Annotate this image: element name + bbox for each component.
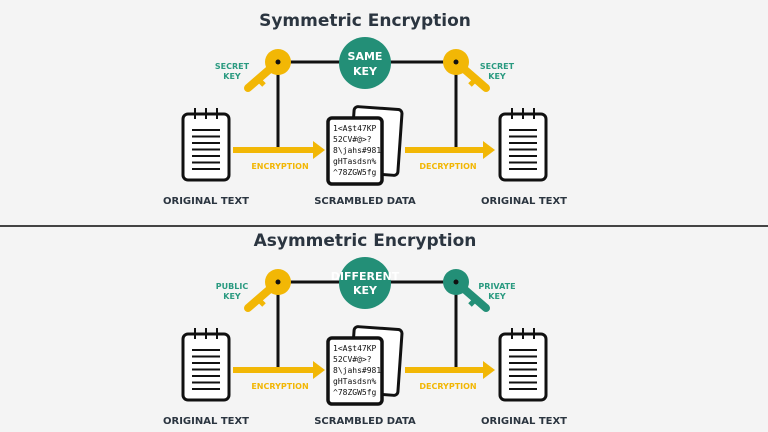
panel-title: Asymmetric Encryption [254,231,477,251]
scrambled-data-icon [326,105,404,186]
original-text-label: ORIGINAL TEXT [481,196,567,207]
original-document-icon [181,328,231,402]
panel-title: Symmetric Encryption [259,11,471,31]
right-key-label-line2: KEY [488,292,506,301]
left-key-label-line2: KEY [223,292,241,301]
right-key-icon [443,49,490,92]
encryption-label: ENCRYPTION [251,162,308,171]
original-text-label: ORIGINAL TEXT [481,416,567,427]
decryption-arrow [405,361,495,379]
symmetric-panel: Symmetric EncryptionSAMEKEYSECRETKEYSECR… [163,11,567,207]
left-key-icon [244,269,291,312]
circle-label-line1: SAME [348,50,383,63]
key-circle [339,37,391,89]
encryption-label: ENCRYPTION [251,382,308,391]
scrambled-data-label: SCRAMBLED DATA [314,416,416,427]
left-key-icon [244,49,291,92]
circle-label-line2: KEY [353,284,378,297]
original-text-label: ORIGINAL TEXT [163,196,249,207]
asymmetric-panel: Asymmetric EncryptionDIFFERENTKEYPUBLICK… [163,231,567,427]
left-key-label-line2: KEY [223,72,241,81]
cipher-text-line: 1<A$t47KP [333,124,377,133]
original-document-icon [181,108,231,182]
decrypted-document-icon [498,328,548,402]
right-key-label-line1: SECRET [480,62,515,71]
right-key-icon [443,269,490,312]
right-key-label-line2: KEY [488,72,506,81]
circle-label-line1: DIFFERENT [331,270,400,283]
encryption-arrow [233,361,325,379]
decryption-label: DECRYPTION [419,162,476,171]
cipher-text-line: ^78ZGW5fg [333,388,377,397]
decryption-arrow [405,141,495,159]
cipher-text-line: 8\jahs#981 [333,366,381,375]
left-key-label-line1: SECRET [215,62,250,71]
cipher-text-line: gHTasdsn% [333,377,377,386]
cipher-text-line: 1<A$t47KP [333,344,377,353]
cipher-text-line: ^78ZGW5fg [333,168,377,177]
scrambled-data-icon [326,325,404,406]
scrambled-data-label: SCRAMBLED DATA [314,196,416,207]
right-key-label-line1: PRIVATE [478,282,515,291]
cipher-text-line: gHTasdsn% [333,157,377,166]
cipher-text-line: 52CV#@>? [333,135,372,144]
original-text-label: ORIGINAL TEXT [163,416,249,427]
cipher-text-line: 8\jahs#981 [333,146,381,155]
decryption-label: DECRYPTION [419,382,476,391]
left-key-label-line1: PUBLIC [216,282,249,291]
key-circle [339,257,391,309]
circle-label-line2: KEY [353,65,378,78]
decrypted-document-icon [498,108,548,182]
encryption-arrow [233,141,325,159]
cipher-text-line: 52CV#@>? [333,355,372,364]
